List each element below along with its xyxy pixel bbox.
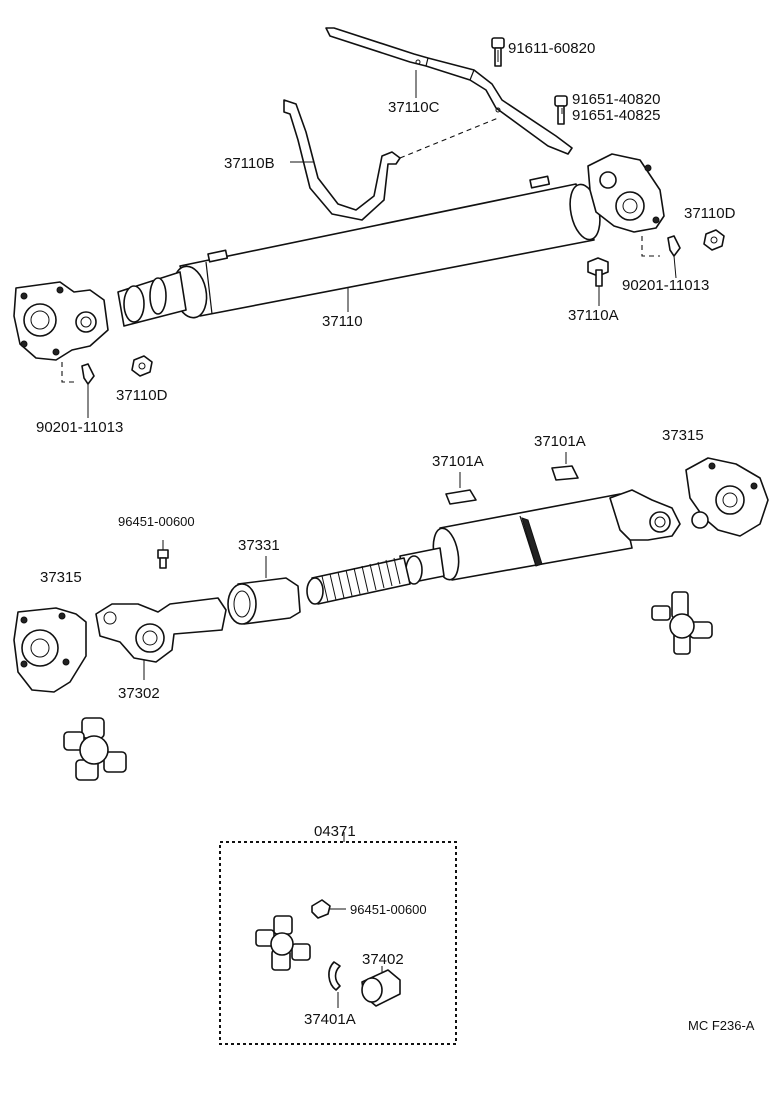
propeller-shaft-tube-lower (399, 489, 681, 585)
label-96451-00600-top: 96451-00600 (118, 514, 195, 529)
label-91651-40820: 91651-40820 (572, 91, 660, 108)
kit-snap-ring-37401a (328, 961, 341, 1008)
label-37110d-right: 37110D (684, 205, 736, 222)
label-37101a-left: 37101A (432, 453, 484, 470)
kit-grease-fitting (311, 899, 346, 919)
label-37110d-left: 37110D (116, 387, 168, 404)
grease-fitting-96451-00600 (157, 540, 169, 569)
bolt-91651-40820 (554, 95, 568, 125)
universal-joint-spider-right (651, 591, 713, 655)
bracket-37110b (283, 99, 499, 221)
bracket-37110c (325, 27, 573, 155)
nut-37110d-left (131, 355, 153, 377)
flange-37315-left (13, 607, 87, 693)
label-96451-00600-kit: 96451-00600 (350, 902, 427, 917)
washer-90201-11013-left (61, 362, 95, 418)
label-37110b: 37110B (224, 155, 275, 172)
figure-code: MC F236-A (688, 1018, 755, 1033)
propeller-shaft-37110 (13, 153, 665, 361)
label-37110a: 37110A (568, 307, 619, 324)
dust-boot-37331 (227, 556, 301, 625)
label-37302: 37302 (118, 685, 160, 702)
kit-bearing-cup-37402 (361, 966, 401, 1007)
repair-kit-04371: 04371 96451-00600 37402 37401A (219, 823, 457, 1045)
label-37315-left: 37315 (40, 569, 82, 586)
universal-joint-spider-left (63, 717, 127, 781)
label-37315-right: 37315 (662, 427, 704, 444)
washer-90201-11013-right (641, 235, 681, 279)
balance-weight-37101a-left (445, 472, 477, 505)
label-90201-11013-right: 90201-11013 (622, 277, 709, 294)
balance-weight-37101a-right (551, 452, 579, 481)
label-37331: 37331 (238, 537, 280, 554)
label-37110: 37110 (322, 313, 363, 330)
label-91651-40825: 91651-40825 (572, 107, 660, 124)
nut-37110d-right (703, 229, 725, 251)
label-37110c: 37110C (388, 99, 440, 116)
label-90201-11013-left: 90201-11013 (36, 419, 123, 436)
label-91611-60820: 91611-60820 (508, 40, 595, 57)
label-04371: 04371 (314, 823, 356, 840)
flange-37315-right (685, 457, 769, 537)
slip-yoke-37302 (95, 597, 227, 680)
kit-universal-joint-spider (255, 915, 311, 971)
bolt-37110a (587, 257, 609, 306)
label-37101a-right: 37101A (534, 433, 586, 450)
spline-shaft (306, 557, 411, 605)
label-37402: 37402 (362, 951, 404, 968)
label-37401a: 37401A (304, 1011, 356, 1028)
